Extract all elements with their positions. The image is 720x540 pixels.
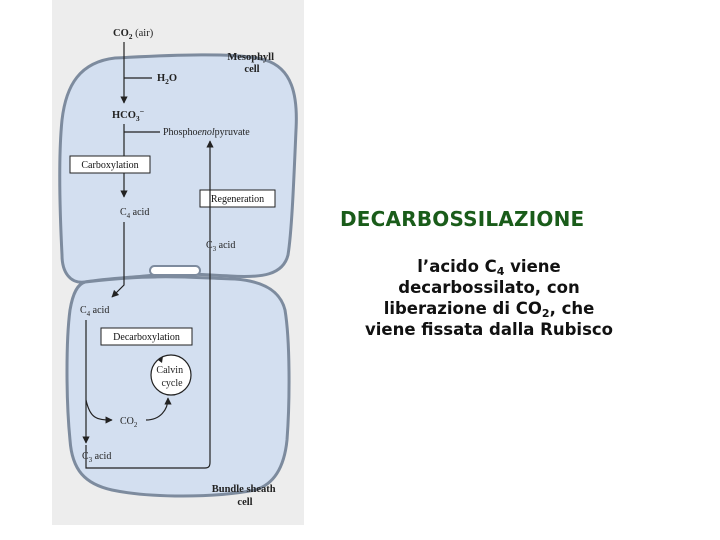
desc-line-4: viene fissata dalla Rubisco (364, 320, 614, 339)
desc-line-3: liberazione di CO2, che (383, 299, 595, 320)
bundle-sheath-cell-label: Bundle sheath cell (212, 484, 279, 508)
arrow-c4-into-bundle-sheath (111, 222, 125, 298)
desc-line-1: l’acido C4 viene (417, 257, 561, 278)
decarboxylation-label: Decarboxylation (113, 332, 180, 343)
decarboxylation-box (100, 327, 193, 346)
carboxylation-box (69, 155, 151, 174)
slide-description: l’acido C4 viene decarbossilato, con lib… (334, 256, 644, 340)
hco3-label: HCO3− (112, 107, 145, 123)
arrow-c3-return (85, 140, 214, 469)
regeneration-label: Regeneration (211, 194, 264, 205)
co2-branch-line (85, 399, 113, 424)
regeneration-box (199, 189, 276, 208)
plasmodesma (149, 265, 201, 276)
c4-acid-bottom-label: C4 acid (80, 305, 109, 318)
h2o-label: H2O (157, 73, 177, 86)
calvin-cycle-label: Calvin cycle (156, 365, 185, 389)
c4-acid-top-label: C4 acid (120, 207, 149, 220)
slide-title: DECARBOSSILAZIONE (340, 207, 585, 231)
co2-bottom-label: CO2 (120, 416, 138, 429)
carboxylation-label: Carboxylation (81, 160, 138, 171)
calvin-cycle-circle (150, 354, 192, 396)
arrow-co2-to-calvin (145, 397, 172, 421)
phosphoenolpyruvate-label: Phosphoenolpyruvate (163, 127, 250, 138)
co2-air-label: CO2 (air) (113, 28, 154, 41)
calvin-cycle-arrowhead (158, 356, 163, 363)
mesophyll-cell-label: Mesophyll cell (227, 52, 276, 75)
desc-line-2: decarbossilato, con (398, 278, 580, 297)
c3-acid-bottom-label: C3 acid (82, 451, 111, 464)
c4-pathway-diagram: CO2 (air) Mesophyll cell H2O HCO3− Phosp… (52, 0, 304, 525)
mesophyll-cell-shape (58, 53, 298, 284)
